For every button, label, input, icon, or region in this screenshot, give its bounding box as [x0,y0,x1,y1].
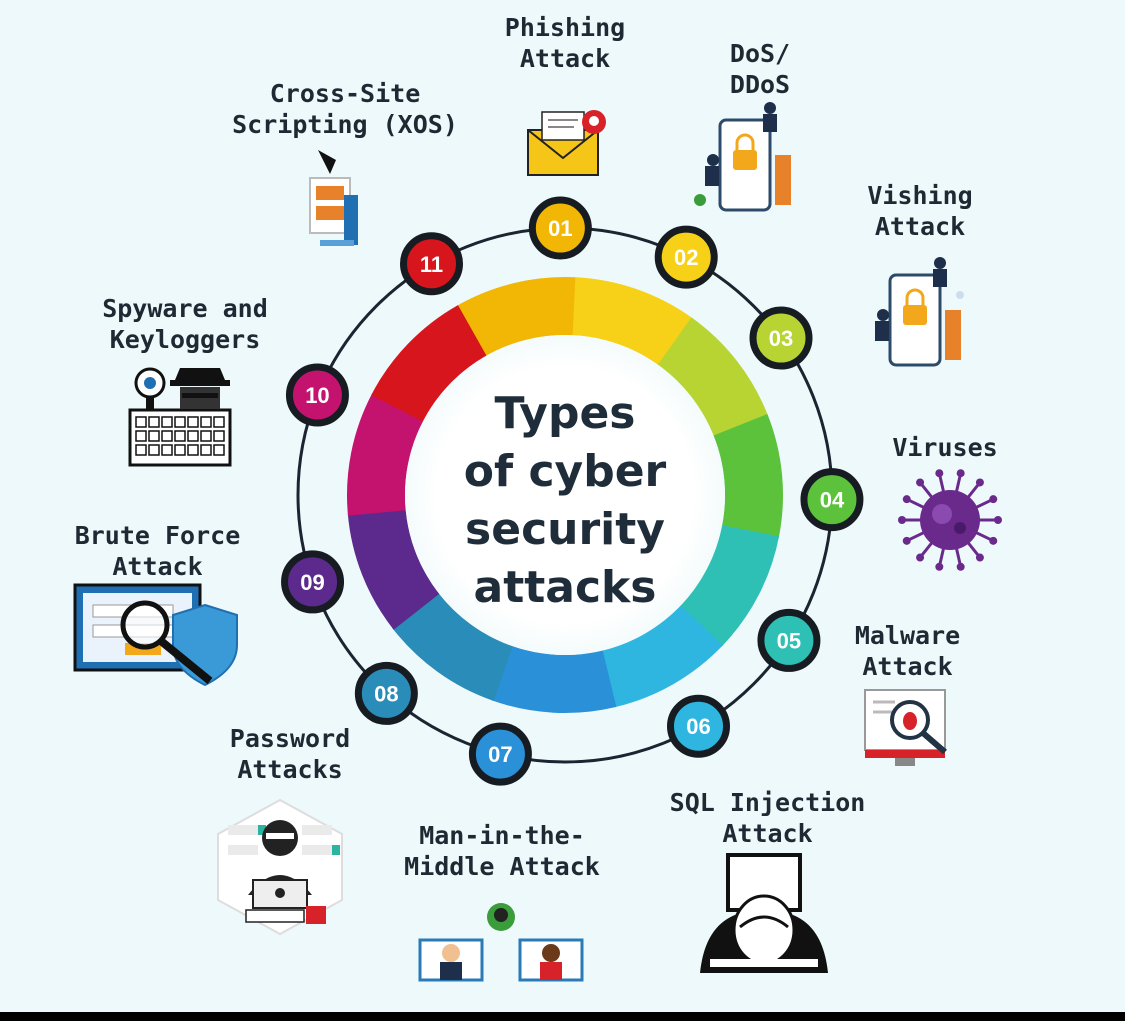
wheel-segment-06 [601,605,723,708]
badge-circle-08 [354,661,418,725]
wheel-segment-10 [347,393,424,516]
badge-04: 04 [800,468,864,532]
badge-06: 06 [667,694,730,758]
password-thief-icon [217,798,343,936]
badge-circle-11 [400,232,463,296]
badge-circle-10 [285,363,349,427]
badge-circle-09 [281,550,345,614]
spyware-keyboard-icon [128,367,232,467]
man-in-the-middle-icon [418,903,584,982]
badge-number-06: 06 [686,714,710,739]
badge-02: 02 [654,225,718,289]
ddos-phone-lock-icon [694,102,791,212]
badge-11: 11 [400,232,463,296]
wheel-segment-09 [347,508,440,630]
badge-number-08: 08 [374,681,398,706]
color-wheel [347,277,783,713]
badge-07: 07 [468,722,532,786]
badge-05: 05 [757,608,821,672]
badge-08: 08 [354,661,418,725]
label-viruses: Viruses [892,433,998,462]
badge-number-01: 01 [548,216,572,241]
badge-circle-04 [800,468,864,532]
virus-icon [898,469,1002,571]
vishing-phone-lock-icon [875,257,964,367]
center-title: Types of cyber security attacks [430,385,700,617]
badge-circle-05 [757,608,821,672]
badge-circle-03 [749,306,813,370]
badge-number-07: 07 [488,742,512,767]
wheel-segment-07 [491,645,617,713]
badge-circle-07 [468,722,532,786]
badge-09: 09 [281,550,345,614]
label-phishing-attack: Phishing Attack [504,13,626,73]
wheel-segment-05 [679,525,780,648]
label-brute-force-attack: Brute Force Attack [74,521,241,581]
badge-circle-01 [528,196,592,260]
label-dos-ddos: DoS/ DDoS [729,39,791,99]
badge-number-03: 03 [769,326,793,351]
number-badges: 01 02 03 04 05 06 07 08 09 10 11 [281,196,864,786]
badge-number-04: 04 [820,488,845,513]
label-cross-site-scripting: Cross-Site Scripting (XOS) [232,79,458,139]
wheel-segment-01 [456,277,578,357]
bottom-border [0,1012,1125,1021]
wheel-center [405,335,725,655]
center-title-line-3: security [465,504,665,555]
label-sql-injection-attack: SQL Injection Attack [669,788,866,848]
label-malware-attack: Malware Attack [854,621,961,681]
badge-number-09: 09 [300,570,324,595]
badge-number-05: 05 [777,628,801,653]
label-man-in-the-middle-attack: Man-in-the- Middle Attack [404,821,600,881]
badge-number-11: 11 [420,252,443,277]
badge-10: 10 [285,363,349,427]
center-title-line-2: of cyber [463,446,667,497]
badge-01: 01 [528,196,592,260]
hacker-laptop-icon [700,853,828,973]
badge-number-10: 10 [305,383,329,408]
badge-03: 03 [749,306,813,370]
badge-circle-06 [667,694,730,758]
center-title-line-1: Types [494,388,636,439]
wheel-segment-04 [713,413,783,539]
badge-number-02: 02 [674,245,698,270]
wheel-segment-11 [371,305,487,422]
xss-monitor-icon [309,150,358,246]
label-spyware-keyloggers: Spyware and Keyloggers [102,294,268,354]
wheel-segment-08 [392,592,513,702]
wheel-segment-03 [657,317,769,438]
malware-bug-monitor-icon [864,689,947,766]
wheel-segment-02 [572,277,694,366]
phishing-email-icon [527,110,606,176]
label-password-attacks: Password Attacks [229,724,351,784]
label-vishing-attack: Vishing Attack [867,181,973,241]
brute-force-shield-icon [73,583,238,687]
badge-circle-02 [654,225,718,289]
center-title-line-4: attacks [473,562,657,613]
